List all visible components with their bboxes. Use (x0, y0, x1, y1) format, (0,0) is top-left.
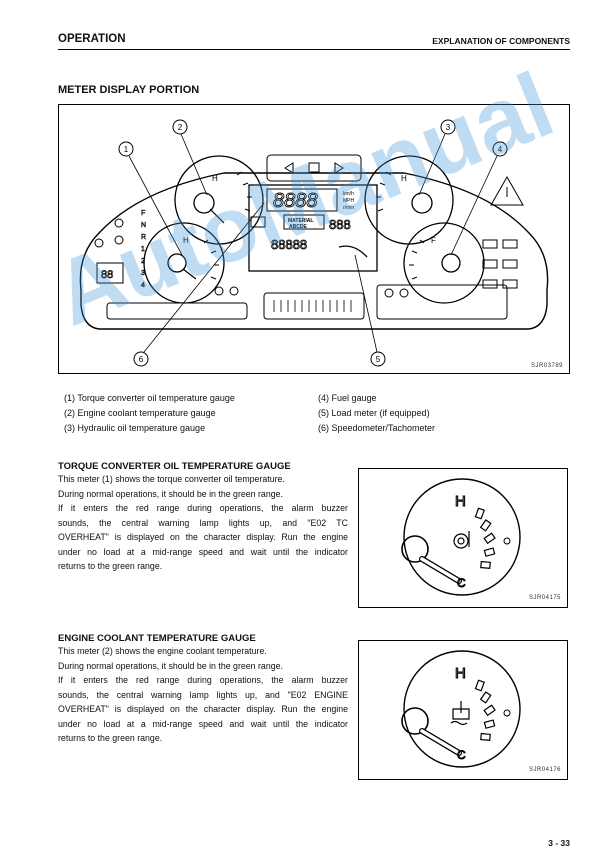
svg-text:MPH: MPH (343, 198, 355, 204)
svg-text:2: 2 (141, 258, 145, 265)
legend-item: (6) Speedometer/Tachometer (318, 423, 436, 433)
section-title: METER DISPLAY PORTION (58, 84, 200, 96)
svg-text:r/min: r/min (343, 205, 354, 211)
text-line: This meter (2) shows the engine coolant … (58, 646, 267, 656)
section2-title: ENGINE COOLANT TEMPERATURE GAUGE (58, 633, 256, 644)
text-line: returns to the green range. (58, 561, 163, 571)
text-line: During normal operations, it should be i… (58, 488, 283, 499)
text-line: under no load at a mid-range speed and w… (58, 546, 348, 557)
svg-text:km/h: km/h (343, 191, 354, 197)
legend-item: (5) Load meter (if equipped) (318, 408, 430, 418)
text-line: During normal operations, it should be i… (58, 660, 283, 671)
coolant-gauge-figure: H C SJR04176 (358, 640, 568, 780)
svg-text:1: 1 (141, 246, 145, 253)
svg-text:C: C (457, 748, 466, 762)
meter-panel-figure: H H H F 8888 km/h MPH r/min MATERIAL ABC… (58, 104, 570, 374)
legend-item: (3) Hydraulic oil temperature gauge (64, 423, 206, 433)
svg-text:888: 888 (329, 217, 351, 232)
legend-item: (2) Engine coolant temperature gauge (64, 408, 216, 418)
legend-item: (1) Torque converter oil temperature gau… (64, 393, 235, 403)
tc-oil-gauge-illustration: H C (401, 478, 521, 596)
callout-3: 3 (446, 123, 451, 132)
callout-4: 4 (498, 145, 503, 154)
svg-text:ABCDE: ABCDE (289, 224, 307, 230)
callout-1: 1 (124, 145, 129, 154)
legend-right: (4) Fuel gauge (5) Load meter (if equipp… (318, 391, 435, 436)
text-line: OVERHEAT" is displayed on the character … (58, 704, 348, 714)
svg-text:R: R (141, 234, 146, 241)
coolant-temp-icon (450, 701, 470, 726)
figure-code-tc: SJR04175 (528, 595, 561, 601)
text-line: sounds, the central warning lamp lights … (58, 517, 348, 528)
svg-text:H: H (183, 236, 189, 245)
header-section: EXPLANATION OF COMPONENTS (432, 36, 570, 46)
header-rule (58, 49, 570, 50)
callout-2: 2 (178, 123, 183, 132)
svg-text:MATERIAL: MATERIAL (288, 218, 313, 224)
svg-text:H: H (212, 174, 218, 183)
figure-code-coolant: SJR04176 (528, 767, 561, 773)
coolant-gauge-illustration: H C (401, 650, 521, 768)
svg-text:C: C (457, 576, 466, 590)
legend-left: (1) Torque converter oil temperature gau… (64, 391, 235, 436)
text-line: returns to the green range. (58, 733, 163, 743)
svg-text:3: 3 (141, 270, 145, 277)
section2-body: This meter (2) shows the engine coolant … (58, 644, 348, 746)
svg-text:F: F (431, 236, 436, 245)
callout-5: 5 (376, 355, 381, 364)
svg-text:88: 88 (101, 269, 113, 281)
svg-text:8888: 8888 (273, 190, 318, 212)
text-line: If it enters the red range during operat… (58, 503, 348, 513)
svg-text:N: N (141, 222, 146, 229)
text-line: OVERHEAT" is displayed on the character … (58, 532, 348, 542)
text-line: If it enters the red range during operat… (58, 675, 348, 685)
svg-text:88888: 88888 (271, 237, 307, 252)
page-number: 3 - 33 (548, 838, 570, 848)
section1-body: This meter (1) shows the torque converte… (58, 472, 348, 574)
svg-text:4: 4 (141, 282, 145, 289)
svg-text:F: F (141, 210, 145, 217)
tc-oil-temp-icon (453, 531, 470, 549)
text-line: sounds, the central warning lamp lights … (58, 689, 348, 700)
figure-code-main: SJR03789 (530, 363, 563, 369)
text-line: under no load at a mid-range speed and w… (58, 718, 348, 729)
callout-6: 6 (139, 355, 144, 364)
svg-text:H: H (455, 493, 466, 510)
svg-text:H: H (455, 665, 466, 682)
text-line: This meter (1) shows the torque converte… (58, 474, 285, 484)
section1-title: TORQUE CONVERTER OIL TEMPERATURE GAUGE (58, 461, 291, 472)
legend-item: (4) Fuel gauge (318, 393, 377, 403)
tc-oil-gauge-figure: H C SJR04175 (358, 468, 568, 608)
svg-text:H: H (401, 174, 407, 183)
meter-panel-illustration: H H H F 8888 km/h MPH r/min MATERIAL ABC… (79, 119, 549, 367)
header-chapter: OPERATION (58, 33, 126, 45)
